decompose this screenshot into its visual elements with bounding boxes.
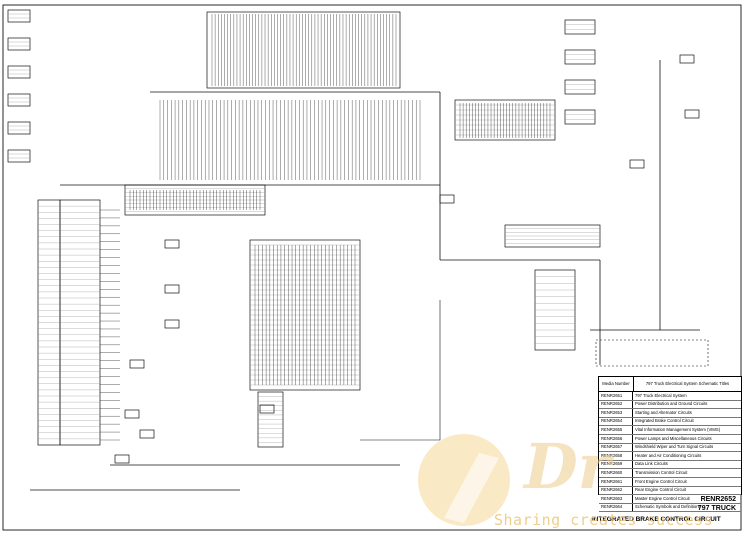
media-row-title: Windshield Wiper and Turn Signal Circuit… xyxy=(635,444,714,450)
media-row-number: RENR2659 xyxy=(599,460,633,469)
media-row-number: RENR2664 xyxy=(599,503,633,512)
component-box xyxy=(114,454,130,464)
left-device-connector xyxy=(7,121,31,135)
right-device-connector xyxy=(564,49,596,65)
media-row-title: Vital Information Management System (VIM… xyxy=(635,427,721,433)
media-number-header: Media Number xyxy=(599,377,634,391)
media-row-number: RENR2655 xyxy=(599,426,633,434)
media-row-number: RENR2657 xyxy=(599,443,633,452)
media-row-number: RENR2652 xyxy=(599,400,633,409)
media-row-title: Integrated Brake Control Circuit xyxy=(635,418,694,424)
media-row-number: RENR2660 xyxy=(599,469,633,477)
component-box xyxy=(164,239,180,249)
media-row-number: RENR2653 xyxy=(599,409,633,417)
component-box xyxy=(629,159,645,169)
media-row-title: Heater and Air Conditioning Circuits xyxy=(635,452,702,458)
component-box xyxy=(124,409,140,419)
dashed-module xyxy=(595,339,709,367)
component-box xyxy=(139,429,155,439)
component-box xyxy=(439,194,455,204)
media-row-number: RENR2661 xyxy=(599,477,633,486)
right-device-connector xyxy=(564,79,596,95)
schematic-titles-header: 797 Truck Electrical System Schematic Ti… xyxy=(645,380,730,386)
title-block: RENR2652 797 TRUCK INTEGRATED BRAKE CONT… xyxy=(582,494,740,530)
left-device-connector xyxy=(7,65,31,79)
media-row-title: Rear Engine Control Circuit xyxy=(635,487,686,493)
circuit-title: INTEGRATED BRAKE CONTROL CIRCUIT xyxy=(592,516,721,523)
media-row-title: Starting and Alternator Circuits xyxy=(635,409,692,415)
media-number: RENR2652 xyxy=(700,496,736,503)
media-row-title: Power Distribution and Ground Circuits xyxy=(635,401,708,407)
component-box xyxy=(164,319,180,329)
media-row-number: RENR2663 xyxy=(599,495,633,503)
media-row-title: 797 Truck Electrical System xyxy=(635,392,687,398)
component-box xyxy=(684,109,700,119)
main-connector-top xyxy=(206,11,401,89)
sheet-border xyxy=(2,4,742,531)
media-row-title: Power Lamps and Miscellaneous Circuits xyxy=(635,435,712,441)
media-row-number: RENR2662 xyxy=(599,486,633,495)
media-row-title: Master Engine Control Circuit xyxy=(635,495,690,501)
media-row-title: Schematic Symbols and Definitions xyxy=(635,504,701,510)
media-title-table: Media Number 797 Truck Electrical System… xyxy=(598,376,742,513)
component-box xyxy=(129,359,145,369)
media-table-header: Media Number 797 Truck Electrical System… xyxy=(599,377,741,392)
left-device-connector xyxy=(7,149,31,163)
media-row-number: RENR2654 xyxy=(599,417,633,426)
component-box xyxy=(164,284,180,294)
media-row-title: Front Engine Control Circuit xyxy=(635,478,687,484)
media-row-number: RENR2656 xyxy=(599,434,633,443)
right-device-connector xyxy=(564,109,596,125)
media-row-title: Data Link Circuits xyxy=(635,461,668,467)
right-device-connector xyxy=(564,19,596,35)
media-row-number: RENR2658 xyxy=(599,452,633,460)
left-device-connector xyxy=(7,9,31,23)
truck-model: 797 TRUCK xyxy=(697,505,736,512)
media-row-number: RENR2651 xyxy=(599,392,633,400)
left-device-connector xyxy=(7,93,31,107)
component-box xyxy=(679,54,695,64)
component-box xyxy=(259,404,275,414)
left-device-connector xyxy=(7,37,31,51)
media-row-title: Transmission Control Circuit xyxy=(635,470,688,476)
